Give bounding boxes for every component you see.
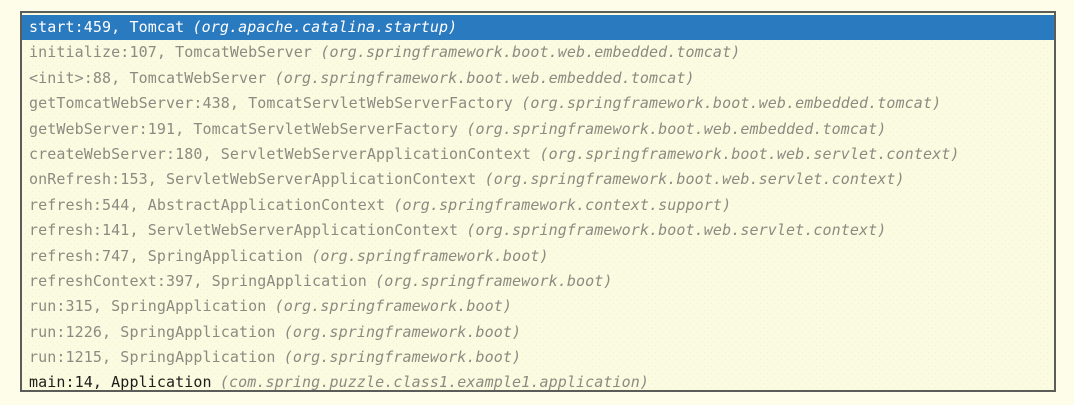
- stack-frame-location: refresh:747, SpringApplication: [29, 246, 303, 265]
- stack-frame-location: getTomcatWebServer:438, TomcatServletWeb…: [29, 94, 513, 113]
- stack-frame-location: createWebServer:180, ServletWebServerApp…: [29, 144, 532, 163]
- stack-frame-package: (org.springframework.boot.web.embedded.t…: [466, 119, 887, 138]
- stack-frame-location: refreshContext:397, SpringApplication: [29, 271, 367, 290]
- stack-frame-package: (org.springframework.boot.web.servlet.co…: [539, 144, 960, 163]
- stack-frame-row[interactable]: run:1226, SpringApplication (org.springfr…: [22, 320, 1054, 345]
- stack-frame-package: (org.springframework.boot.web.servlet.co…: [484, 170, 905, 189]
- stack-frame-package: (org.apache.catalina.startup): [192, 18, 458, 36]
- stack-frame-row[interactable]: refresh:141, ServletWebServerApplication…: [22, 218, 1054, 243]
- stack-frame-package: (org.springframework.boot): [283, 322, 522, 341]
- stack-frame-location: initialize:107, TomcatWebServer: [29, 43, 313, 62]
- stack-frame-row[interactable]: <init>:88, TomcatWebServer (org.springfra…: [22, 66, 1054, 91]
- stack-frame-row[interactable]: refresh:544, AbstractApplicationContext (…: [22, 193, 1054, 218]
- stack-frame-location: start:459, Tomcat: [29, 18, 185, 36]
- stack-frame-row[interactable]: start:459, Tomcat (org.apache.catalina.st…: [22, 15, 1054, 41]
- stack-frame-location: run:1226, SpringApplication: [29, 322, 276, 341]
- stack-trace-frame-border: start:459, Tomcat (org.apache.catalina.st…: [20, 11, 1056, 392]
- stack-frame-row[interactable]: onRefresh:153, ServletWebServerApplicati…: [22, 167, 1054, 192]
- stack-frame-package: (com.spring.puzzle.class1.example1.appli…: [219, 373, 650, 392]
- stack-frame-location: getWebServer:191, TomcatServletWebServer…: [29, 119, 459, 138]
- stack-frame-package: (org.springframework.boot): [274, 297, 513, 316]
- stack-frame-row[interactable]: refreshContext:397, SpringApplication (or…: [22, 269, 1054, 294]
- stack-frame-location: run:1215, SpringApplication: [29, 348, 276, 367]
- stack-frame-row[interactable]: run:315, SpringApplication (org.springfra…: [22, 294, 1054, 319]
- stack-frame-row[interactable]: getTomcatWebServer:438, TomcatServletWeb…: [22, 91, 1054, 116]
- stack-frame-location: <init>:88, TomcatWebServer: [29, 68, 267, 87]
- stack-frame-row[interactable]: refresh:747, SpringApplication (org.sprin…: [22, 244, 1054, 269]
- stack-frame-location: run:315, SpringApplication: [29, 297, 267, 316]
- stack-trace-list[interactable]: start:459, Tomcat (org.apache.catalina.st…: [22, 13, 1054, 390]
- stack-frame-package: (org.springframework.boot.web.embedded.t…: [320, 43, 741, 62]
- stack-frame-row[interactable]: getWebServer:191, TomcatServletWebServer…: [22, 117, 1054, 142]
- stack-frame-location: onRefresh:153, ServletWebServerApplicati…: [29, 170, 477, 189]
- stack-frame-row[interactable]: initialize:107, TomcatWebServer (org.spri…: [22, 40, 1054, 65]
- stack-frame-package: (org.springframework.boot.web.servlet.co…: [466, 221, 887, 240]
- stack-frame-location: refresh:544, AbstractApplicationContext: [29, 195, 386, 214]
- stack-frame-location: refresh:141, ServletWebServerApplication…: [29, 221, 459, 240]
- stack-frame-row[interactable]: createWebServer:180, ServletWebServerApp…: [22, 142, 1054, 167]
- stack-frame-package: (org.springframework.boot.web.embedded.t…: [274, 68, 695, 87]
- stack-frame-package: (org.springframework.boot): [311, 246, 549, 265]
- stack-frame-package: (org.springframework.boot.web.embedded.t…: [521, 94, 942, 113]
- stack-frame-package: (org.springframework.boot): [283, 348, 522, 367]
- stack-frame-row[interactable]: main:14, Application (com.spring.puzzle.c…: [22, 370, 1054, 392]
- stack-frame-row[interactable]: run:1215, SpringApplication (org.springfr…: [22, 345, 1054, 370]
- stack-frame-location: main:14, Application: [29, 373, 212, 392]
- stack-frame-package: (org.springframework.boot): [375, 271, 613, 290]
- stack-frame-package: (org.springframework.context.support): [393, 195, 732, 214]
